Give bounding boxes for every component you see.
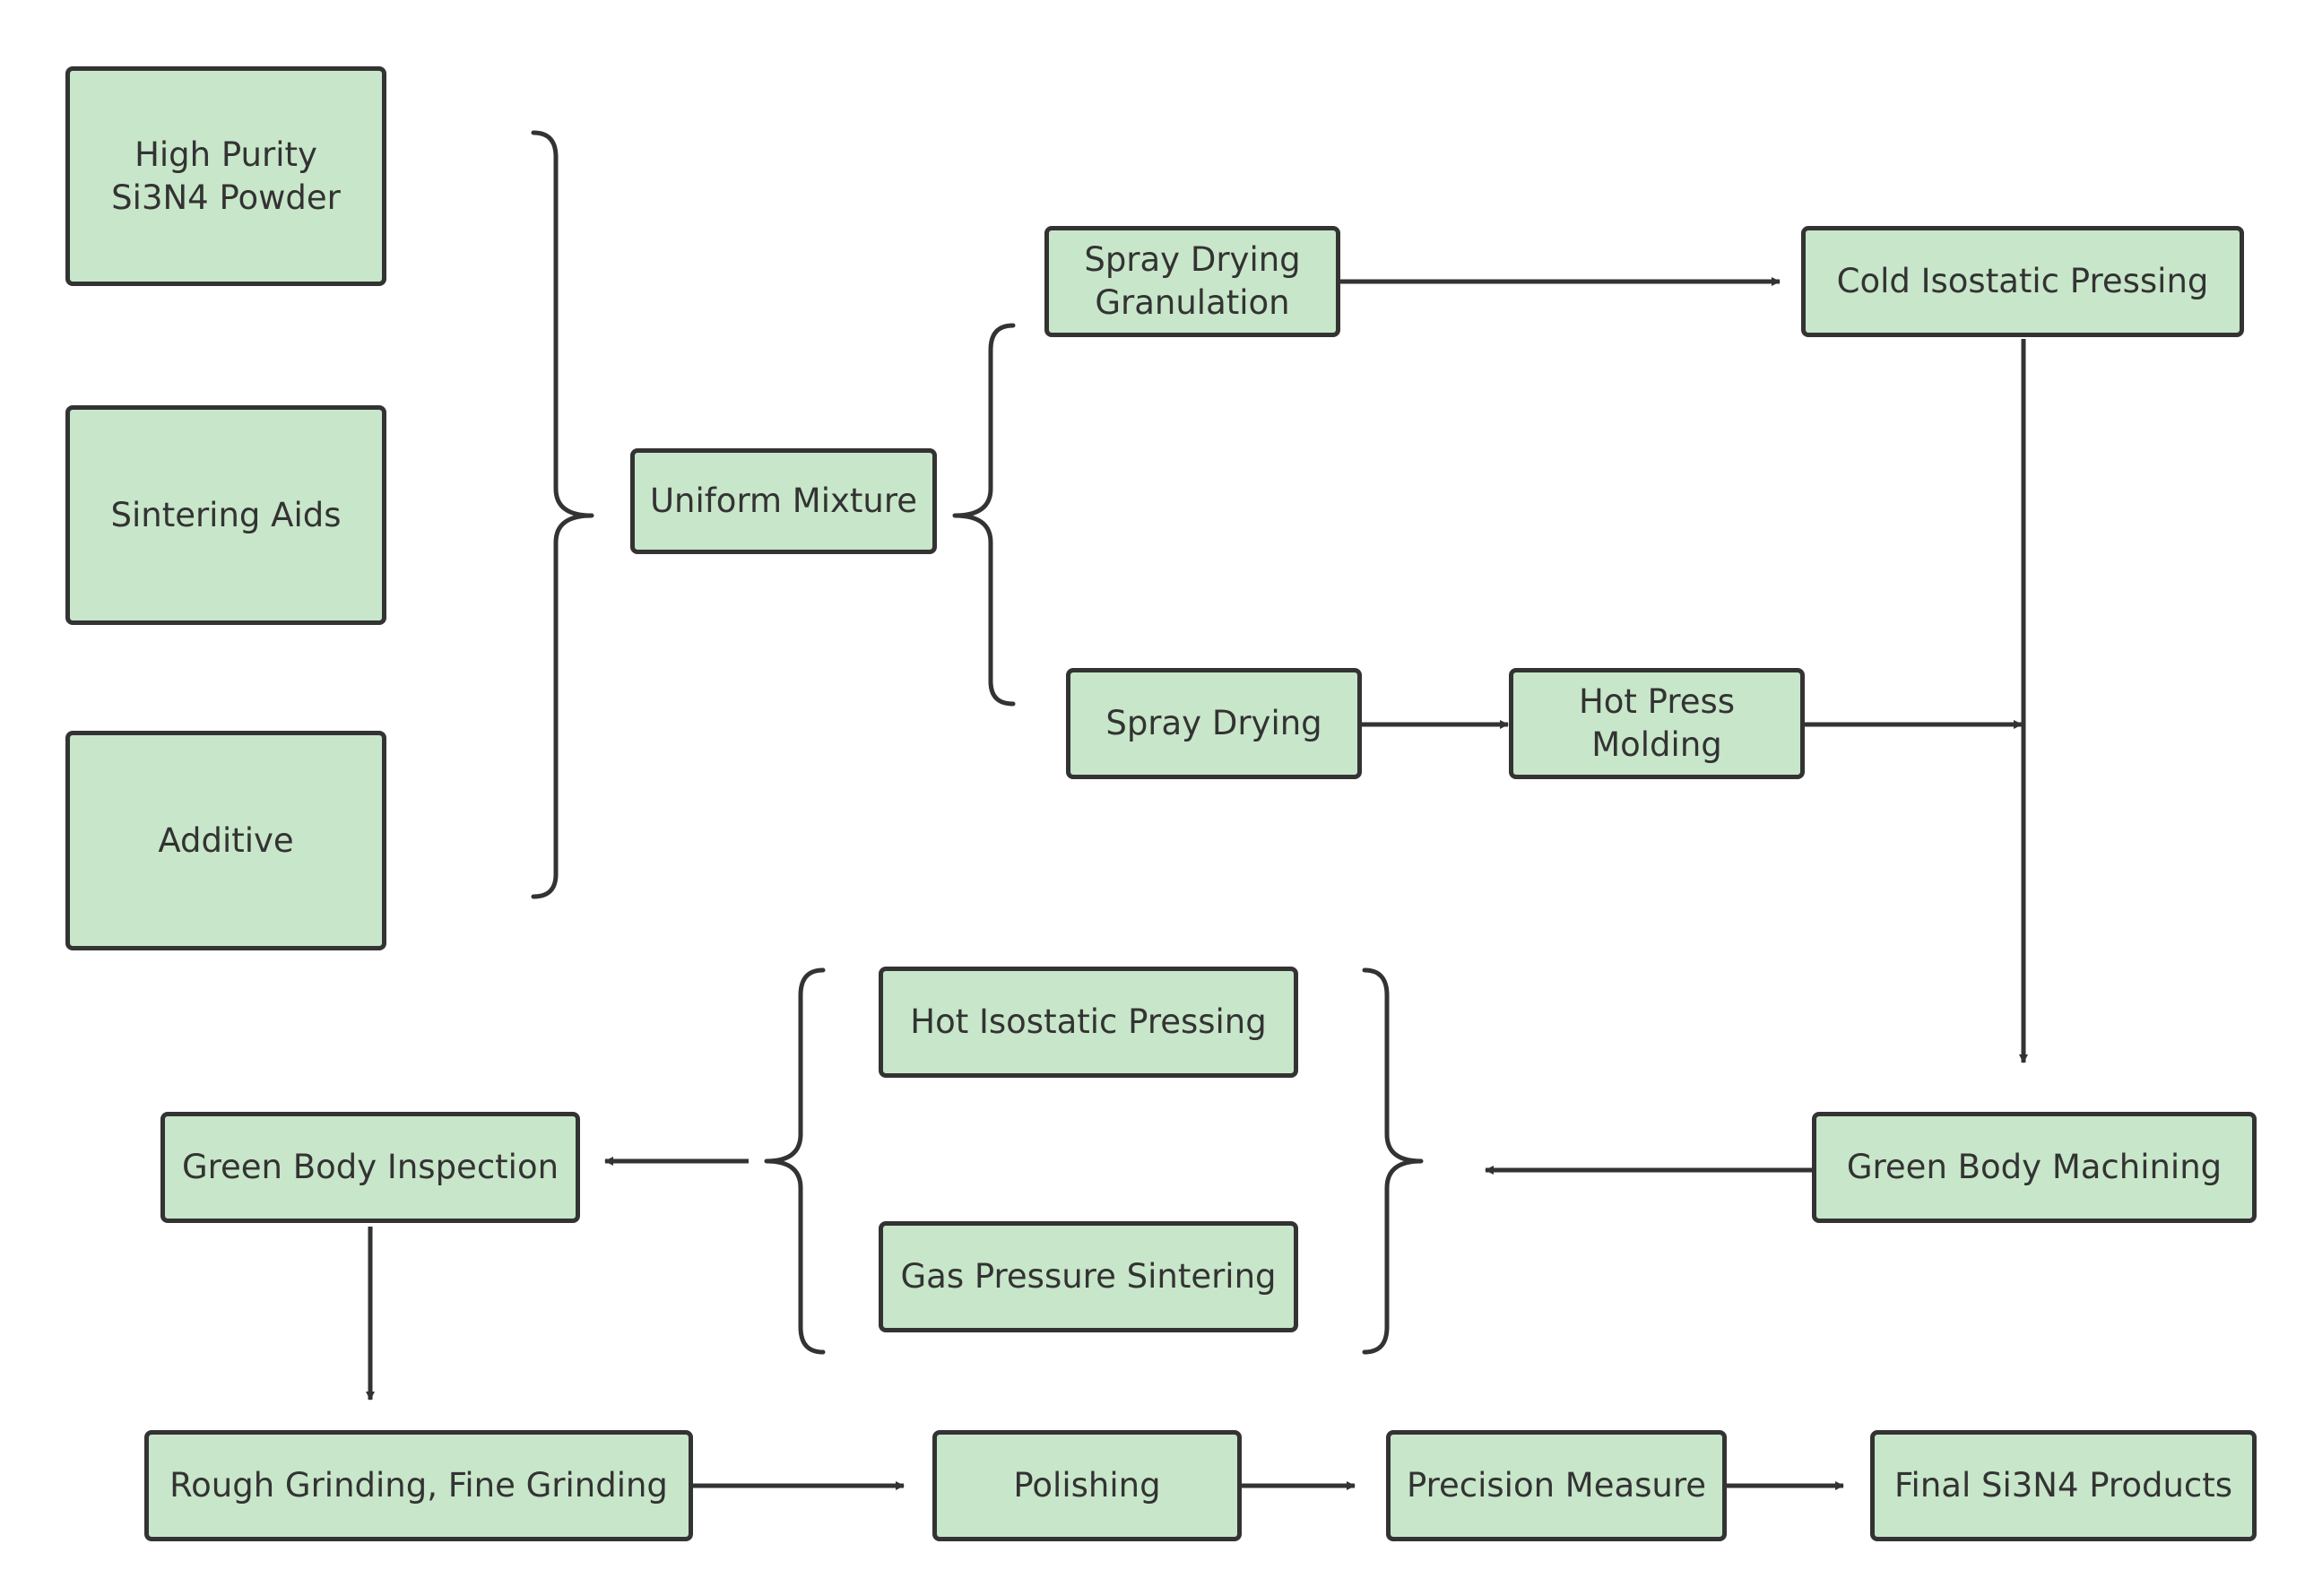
brace-mixture-to-branches <box>952 323 1016 707</box>
node-hot-isostatic-pressing: Hot Isostatic Pressing <box>879 967 1298 1078</box>
node-uniform-mixture: Uniform Mixture <box>630 448 937 554</box>
node-high-purity-powder: High Purity Si3N4 Powder <box>65 66 386 286</box>
node-final-products: Final Si3N4 Products <box>1870 1430 2257 1541</box>
brace-inputs-to-mixture <box>531 130 594 899</box>
node-green-body-inspection: Green Body Inspection <box>160 1112 580 1223</box>
brace-sintering-left <box>764 967 826 1355</box>
node-additive: Additive <box>65 731 386 950</box>
node-cold-isostatic-pressing: Cold Isostatic Pressing <box>1801 226 2244 337</box>
node-rough-fine-grinding: Rough Grinding, Fine Grinding <box>144 1430 693 1541</box>
node-sintering-aids: Sintering Aids <box>65 405 386 625</box>
node-polishing: Polishing <box>932 1430 1242 1541</box>
brace-sintering-right <box>1362 967 1424 1355</box>
node-gas-pressure-sintering: Gas Pressure Sintering <box>879 1221 1298 1332</box>
node-spray-drying-granulation: Spray Drying Granulation <box>1044 226 1340 337</box>
node-spray-drying: Spray Drying <box>1066 668 1362 779</box>
node-precision-measure: Precision Measure <box>1386 1430 1727 1541</box>
node-green-body-machining: Green Body Machining <box>1812 1112 2257 1223</box>
node-hot-press-molding: Hot Press Molding <box>1509 668 1805 779</box>
